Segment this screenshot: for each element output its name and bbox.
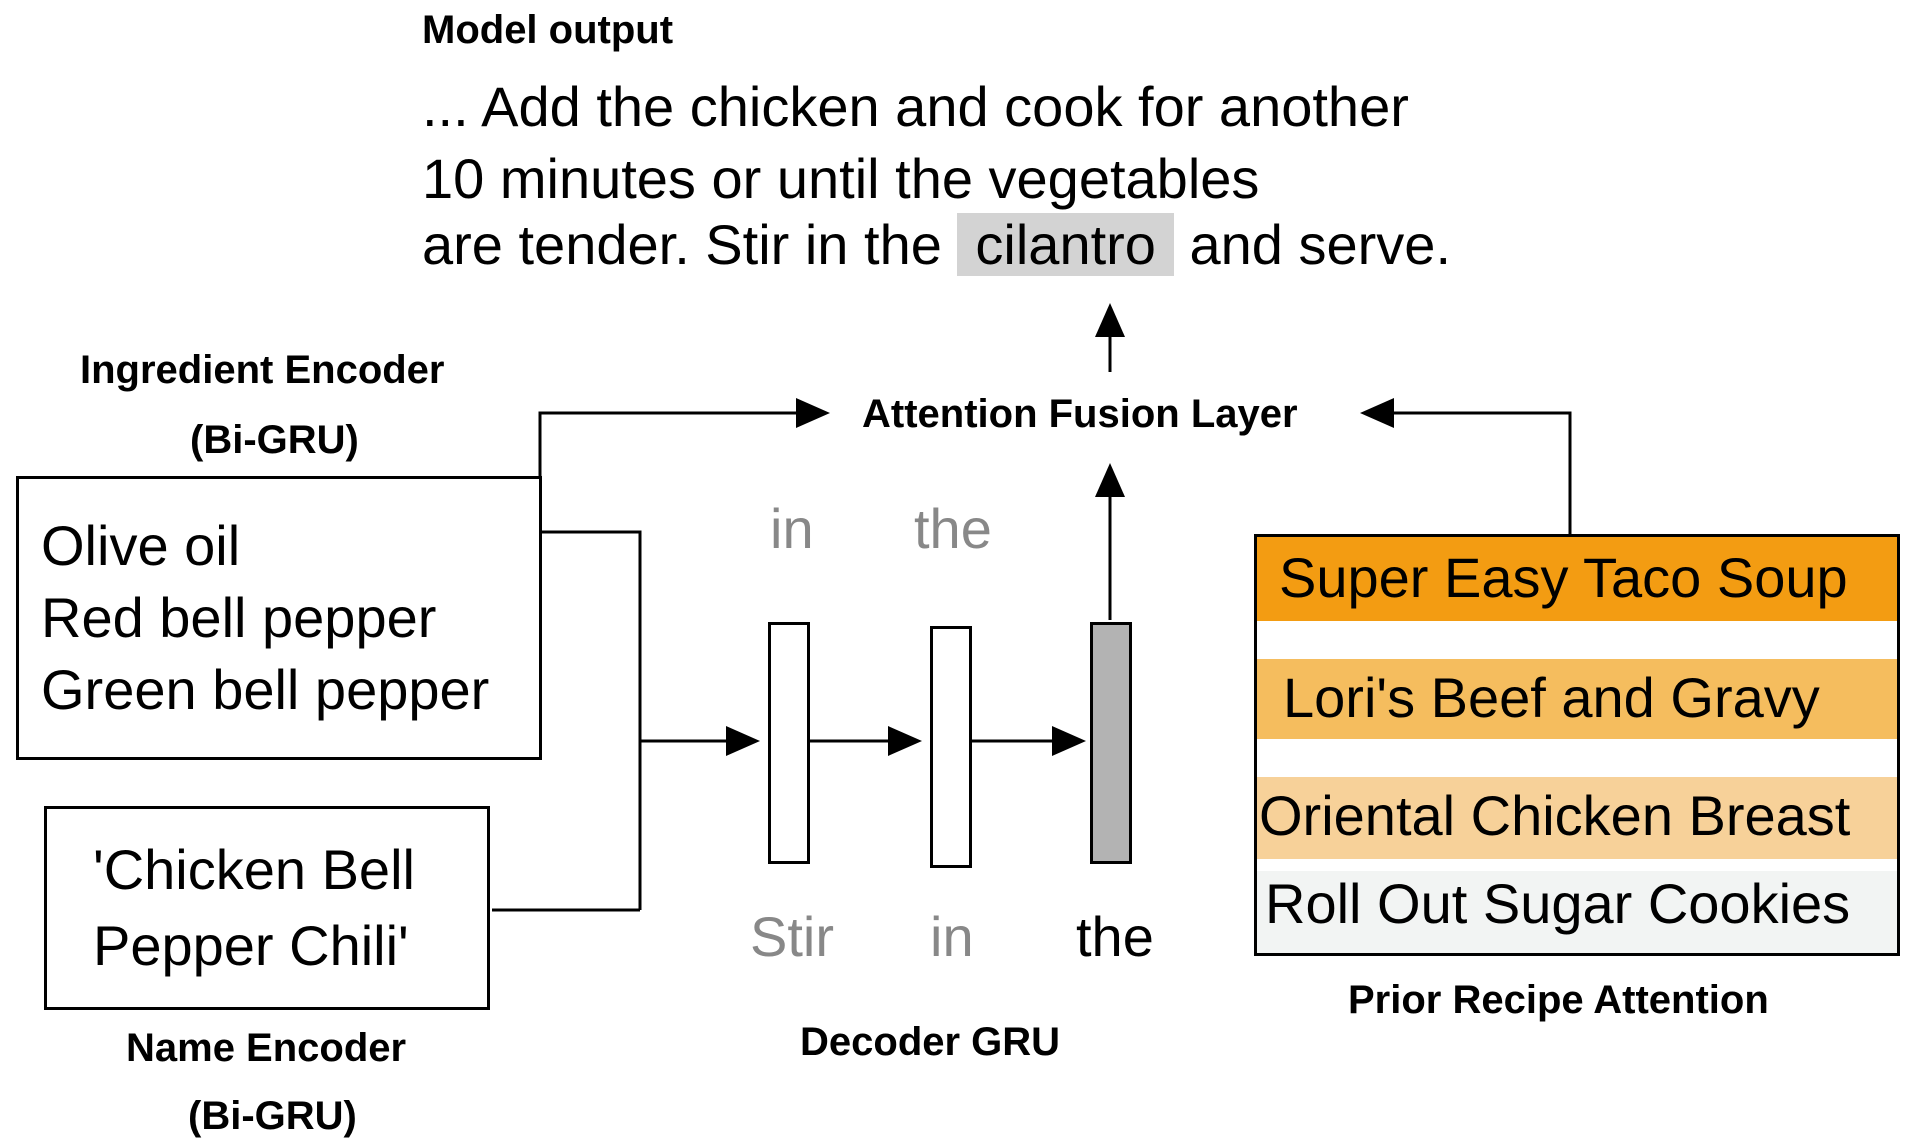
attention-fusion-layer-label: Attention Fusion Layer bbox=[862, 392, 1298, 436]
decoder-output-word: in bbox=[770, 497, 814, 560]
ingredient-to-decoder-line bbox=[540, 530, 642, 910]
name-encoder-box: 'Chicken Bell Pepper Chili' bbox=[44, 806, 490, 1010]
name-encoder-subtitle: (Bi-GRU) bbox=[188, 1094, 357, 1138]
decoder-output-word: the bbox=[914, 497, 992, 560]
recipe-row: Roll Out Sugar Cookies bbox=[1257, 871, 1897, 953]
decoder-gru-label: Decoder GRU bbox=[800, 1020, 1061, 1064]
arrowhead-icon bbox=[726, 726, 760, 756]
arrowhead-icon bbox=[796, 398, 830, 428]
ingredient-item: Olive oil bbox=[41, 514, 241, 577]
decoder-input-word-current: the bbox=[1076, 905, 1154, 968]
ingredient-encoder-subtitle: (Bi-GRU) bbox=[190, 418, 359, 462]
recipe-name: Super Easy Taco Soup bbox=[1279, 546, 1848, 609]
decoder-input-word: Stir bbox=[750, 905, 834, 968]
recipe-name: Roll Out Sugar Cookies bbox=[1265, 872, 1851, 935]
model-output-line-1: ... Add the chicken and cook for another bbox=[422, 75, 1409, 138]
highlighted-word: cilantro bbox=[957, 213, 1174, 276]
recipe-name-line-1: 'Chicken Bell bbox=[93, 838, 415, 901]
recipe-row: Oriental Chicken Breast bbox=[1257, 777, 1897, 859]
arrowhead-icon bbox=[888, 726, 922, 756]
recipe-name: Oriental Chicken Breast bbox=[1259, 784, 1851, 847]
arrowhead-icon bbox=[1095, 463, 1125, 497]
name-encoder-title: Name Encoder bbox=[126, 1026, 407, 1070]
prior-recipe-attention-label: Prior Recipe Attention bbox=[1348, 978, 1769, 1022]
arrowhead-icon bbox=[1095, 303, 1125, 337]
model-output-line-3-suffix: and serve. bbox=[1189, 213, 1452, 276]
ingredient-encoder-title: Ingredient Encoder bbox=[80, 348, 445, 392]
model-output-line-3: are tender. Stir in the cilantro and ser… bbox=[422, 212, 1451, 277]
model-output-line-2: 10 minutes or until the vegetables bbox=[422, 147, 1260, 210]
decoder-cell bbox=[930, 626, 972, 868]
recipe-to-fusion-line bbox=[1390, 411, 1572, 537]
arrowhead-icon bbox=[1360, 398, 1394, 428]
prior-recipe-box: Super Easy Taco Soup Lori's Beef and Gra… bbox=[1254, 534, 1900, 956]
ingredient-item: Green bell pepper bbox=[41, 658, 490, 721]
model-output-title: Model output bbox=[422, 8, 674, 52]
arrowhead-icon bbox=[1052, 726, 1086, 756]
recipe-row: Lori's Beef and Gravy bbox=[1257, 659, 1897, 739]
recipe-name-line-2: Pepper Chili' bbox=[93, 914, 409, 977]
decoder-input-word: in bbox=[930, 905, 974, 968]
ingredient-item: Red bell pepper bbox=[41, 586, 437, 649]
model-output-line-3-prefix: are tender. Stir in the bbox=[422, 213, 942, 276]
recipe-name: Lori's Beef and Gravy bbox=[1283, 666, 1820, 729]
recipe-row: Super Easy Taco Soup bbox=[1257, 537, 1897, 621]
ingredient-to-fusion-line bbox=[538, 411, 800, 478]
ingredient-encoder-box: Olive oil Red bell pepper Green bell pep… bbox=[16, 476, 542, 760]
decoder-cell bbox=[768, 622, 810, 864]
decoder-cell-active bbox=[1090, 622, 1132, 864]
